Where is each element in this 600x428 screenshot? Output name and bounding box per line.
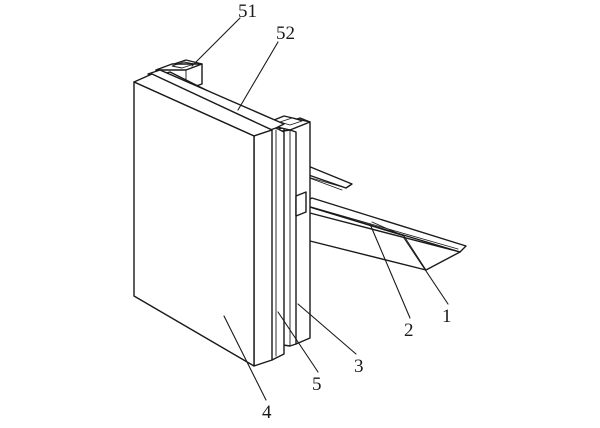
leader-3	[297, 303, 357, 355]
front-post-3-tab	[295, 191, 307, 217]
front-panel-4-face	[133, 81, 255, 367]
leader-51	[191, 17, 241, 67]
callout-1: 1	[442, 306, 452, 327]
callout-4: 4	[262, 402, 272, 423]
front-post-3-channel	[279, 117, 303, 126]
arm-plate-inner-edge	[307, 205, 459, 250]
leader-2	[369, 223, 411, 319]
front-panel-4-side	[253, 129, 273, 367]
leader-52	[237, 41, 279, 111]
callout-51: 51	[238, 1, 257, 22]
leader-4	[223, 315, 267, 401]
callout-5: 5	[312, 374, 322, 395]
front-panel-4	[133, 73, 273, 367]
callout-3: 3	[354, 356, 364, 377]
leader-lines	[191, 17, 449, 401]
leader-5	[277, 311, 319, 373]
leader-1	[403, 237, 449, 305]
callout-52: 52	[276, 23, 295, 44]
arm-plate-rib	[371, 221, 405, 237]
callout-2: 2	[404, 320, 414, 341]
callouts: 51 52 1 2 3 5 4	[238, 1, 452, 423]
